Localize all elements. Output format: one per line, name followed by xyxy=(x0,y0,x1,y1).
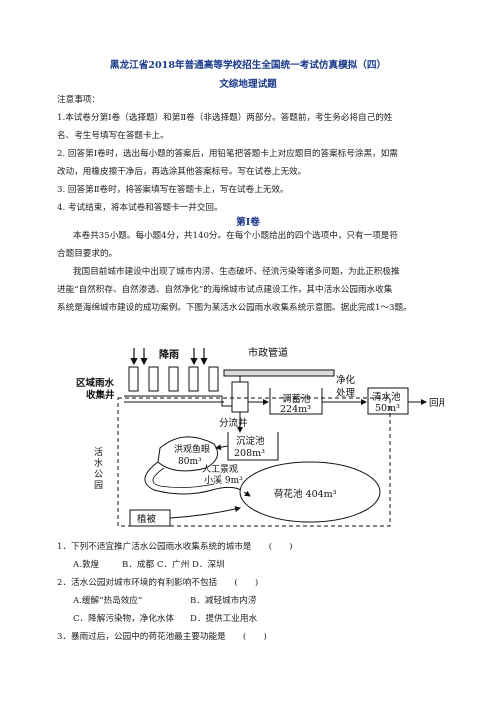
section-intro-line: 本卷共35小题。每小题4分，共140分。在每个小题给出的四个选项中，只有一项是符 xyxy=(73,231,398,241)
notice-line: 3. 回答第Ⅱ卷时，将答案填写在答题卡上，写在试卷上无效。 xyxy=(57,185,289,195)
exam-title: 黑龙江省2018年普通高等学校招生全国统一考试仿真模拟（四） xyxy=(109,60,387,71)
reuse-label: 回用 xyxy=(429,398,444,409)
fisheye-label-2: 80m³ xyxy=(178,457,202,467)
park-label-char: 园 xyxy=(94,480,103,491)
notice-line: 1.本试卷分第Ⅰ卷（选择题）和第Ⅱ卷（非选择题）两部分。答题前，考生务必将自己的… xyxy=(57,113,393,123)
question-1-option-c: C．广州 xyxy=(157,560,190,570)
sediment-label-1: 沉淀池 xyxy=(236,435,265,447)
exam-subtitle: 文综地理试题 xyxy=(219,79,277,90)
rainwater-system-diagram: 降雨 市政管道 区域雨水 收集井 分流井 调蓄池 224m³ 净化 处理 清水池… xyxy=(76,346,444,527)
question-2-option-c: C．降解污染物，净化水体 xyxy=(73,614,175,624)
park-label-char: 公 xyxy=(94,469,103,480)
diversion-well xyxy=(231,381,249,413)
diversion-well-label: 分流井 xyxy=(219,417,248,429)
notice-heading: 注意事项： xyxy=(57,95,100,105)
purification-label-1: 净化 xyxy=(336,374,356,386)
stream-label-2: 小溪 9m³ xyxy=(204,474,243,486)
collection-wells xyxy=(128,366,219,392)
question-1-stem: 1．下列不适宜推广活水公园雨水收集系统的城市是 ( ) xyxy=(57,542,293,552)
notice-line: 改动，用橡皮擦干净后，再选涂其他答案标号。写在试卷上无效。 xyxy=(57,167,307,177)
clear-pool-label-1: 清水池 xyxy=(372,391,401,403)
section-intro-line: 进能“自然积存、自然渗透、自然净化”的海绵城市试点建设工作，其中活水公园雨水收集 xyxy=(57,285,393,295)
lotus-label: 荷花池 404m³ xyxy=(274,488,337,500)
collection-wells-label-1: 区域雨水 xyxy=(76,377,115,389)
question-2-option-d: D．提供工业用水 xyxy=(190,614,258,624)
question-3-stem: 3．暴雨过后，公园中的荷花池最主要功能是 ( ) xyxy=(57,632,267,642)
notice-line: 4. 考试结束，将本试卷和答题卡一并交回。 xyxy=(57,203,223,213)
fisheye-pond xyxy=(157,436,219,472)
fisheye-label-1: 洪观鱼眼 xyxy=(174,443,210,455)
section-intro-line: 系统是海绵城市建设的成功案例。下图为某活水公园雨水收集系统示意图。据此完成1～3… xyxy=(57,303,412,313)
storage-tank-label-1: 调蓄池 xyxy=(282,393,311,405)
municipal-pipe xyxy=(223,369,335,377)
section-intro-line: 合题目要求的。 xyxy=(57,249,118,259)
artificial-stream xyxy=(144,461,245,495)
clear-pool xyxy=(367,387,409,415)
question-2-stem: 2．活水公园对城市环境的有利影响不包括 ( ) xyxy=(57,578,259,588)
clear-pool-label-2: 50m³ xyxy=(375,403,400,414)
collection-wells-label-2: 收集井 xyxy=(86,389,115,401)
purification-label-2: 处理 xyxy=(336,387,356,399)
rain-arrows-icon xyxy=(130,348,208,366)
question-2-option-a: A.缓解“热岛效应” xyxy=(73,596,143,606)
storage-tank-label-2: 224m³ xyxy=(280,404,311,415)
section-intro-line: 我国目前城市建设中出现了城市内涝、生态破坏、径流污染等诸多问题，为此正积极推 xyxy=(73,267,400,277)
rain-label: 降雨 xyxy=(159,348,179,361)
lotus-pond xyxy=(239,461,381,523)
park-label-char: 水 xyxy=(94,457,103,469)
question-1-option-b: B．成都 xyxy=(122,560,155,570)
municipal-pipe-label: 市政管道 xyxy=(248,346,288,359)
notice-line: 2. 回答第Ⅰ卷时，选出每小题的答案后，用铅笔把答题卡上对应题目的答案标号涂黑，… xyxy=(57,149,398,159)
question-1-option-a: A.敦煌 xyxy=(73,560,100,570)
park-label-char: 活 xyxy=(94,446,103,458)
sediment-label-2: 208m³ xyxy=(234,448,265,459)
park-boundary xyxy=(117,397,391,527)
notice-line: 名、考生号填写在答题卡上。 xyxy=(57,131,169,141)
section-title: 第Ⅰ卷 xyxy=(236,217,260,228)
question-1-option-d: D．深圳 xyxy=(192,560,225,570)
question-2-option-b: B．减轻城市内涝 xyxy=(190,596,257,606)
vegetation-label: 植被 xyxy=(137,513,157,525)
stream-label-1: 人工景观 xyxy=(202,464,238,475)
